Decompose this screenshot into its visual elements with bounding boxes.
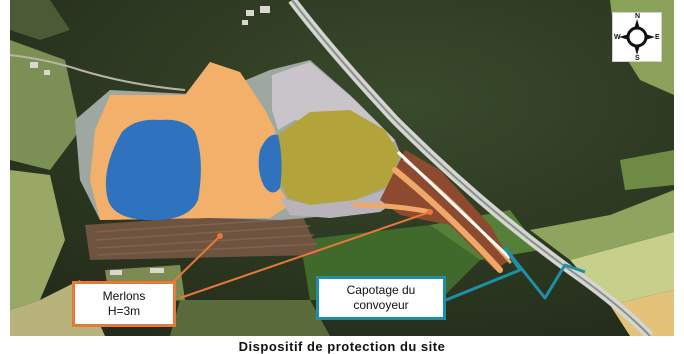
aerial-map — [10, 0, 674, 336]
merlon-marker — [217, 233, 223, 239]
compass-north-label: N — [635, 13, 641, 20]
capotage-callout-line2: convoyeur — [353, 298, 409, 312]
merlons-callout: Merlons H=3m — [72, 281, 176, 327]
capotage-callout: Capotage du convoyeur — [316, 276, 446, 320]
buildings — [30, 6, 270, 275]
water-ponds — [105, 119, 282, 221]
merlons-leader-lines — [169, 211, 431, 299]
railway — [288, 0, 654, 336]
conveyor-line — [396, 150, 512, 260]
capotage-callout-line1: Capotage du — [346, 283, 416, 297]
plowed-strip — [85, 210, 320, 260]
merlons-callout-line1: Merlons — [102, 289, 146, 303]
vegetated-zone — [276, 110, 400, 205]
merlons-callout-line2: H=3m — [107, 304, 141, 318]
figure-caption: Dispositif de protection du site — [238, 339, 446, 354]
road-west — [10, 54, 186, 91]
compass-east-label: E — [655, 34, 660, 41]
merlon-marker — [427, 209, 433, 215]
compass-icon — [619, 19, 655, 55]
compass-west-label: W — [614, 34, 621, 41]
capotage-leader-line — [445, 246, 586, 302]
compass-south-label: S — [635, 55, 640, 62]
compass-rose: N S E W — [612, 12, 662, 62]
quarry-rim-south — [280, 188, 405, 218]
